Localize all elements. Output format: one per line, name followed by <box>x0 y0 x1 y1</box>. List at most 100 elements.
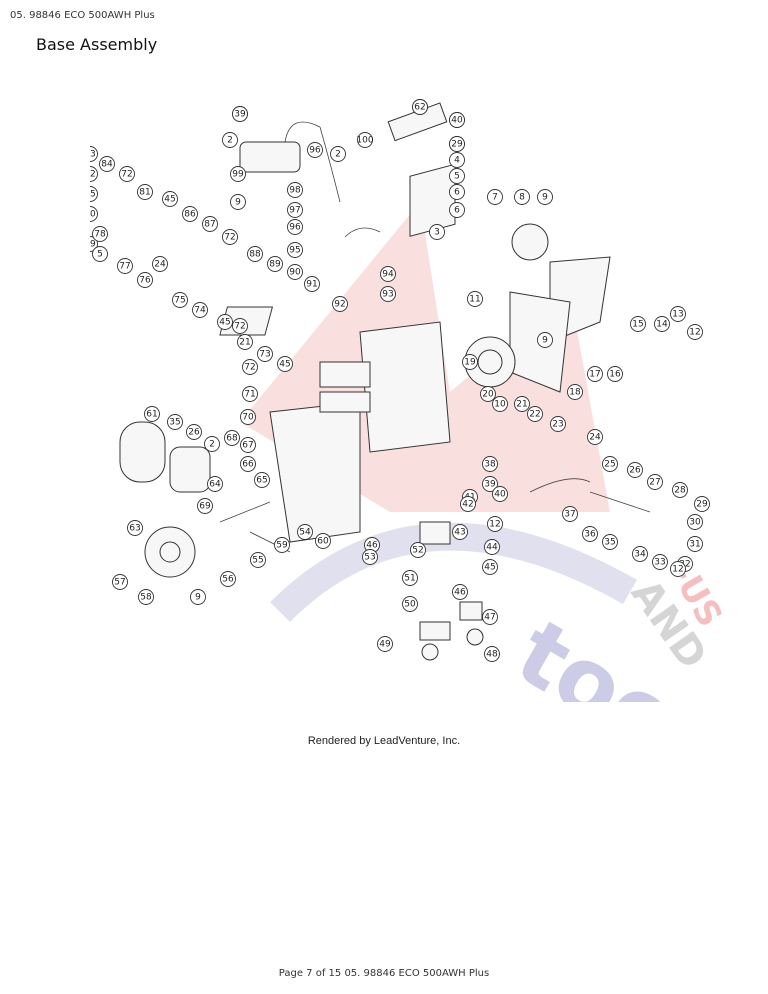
callout-39: 39 <box>232 106 248 122</box>
callout-label: 2 <box>227 136 233 146</box>
callout-39: 39 <box>482 476 498 492</box>
callout-label: 75 <box>174 296 185 306</box>
callout-17: 17 <box>587 366 603 382</box>
callout-label: 39 <box>234 110 246 120</box>
callout-label: 78 <box>94 230 106 240</box>
callout-86: 86 <box>182 206 198 222</box>
callout-26: 26 <box>186 424 202 440</box>
callout-label: 37 <box>564 510 575 520</box>
callout-label: 29 <box>451 140 463 150</box>
callout-58: 58 <box>138 589 154 605</box>
callout-72: 72 <box>232 318 248 334</box>
callout-98: 98 <box>287 182 303 198</box>
callout-label: 35 <box>604 538 615 548</box>
callout-label: 2 <box>335 150 341 160</box>
callout-label: 9 <box>542 336 548 346</box>
callout-92: 92 <box>332 296 348 312</box>
callout-label: 24 <box>589 433 601 443</box>
callout-label: 52 <box>412 546 423 556</box>
callout-67: 67 <box>240 437 256 453</box>
callout-label: 92 <box>334 300 345 310</box>
exploded-parts-diagram: too -US AND 1223456627891002 <box>90 99 730 702</box>
callout-48: 48 <box>484 646 500 662</box>
callout-label: 86 <box>184 210 196 220</box>
callout-label: 36 <box>584 530 596 540</box>
callout-label: 45 <box>484 563 495 573</box>
callout-label: 35 <box>169 418 180 428</box>
callout-label: 47 <box>484 613 495 623</box>
callout-label: 31 <box>689 540 700 550</box>
callout-38: 38 <box>482 456 498 472</box>
callout-label: 98 <box>289 186 301 196</box>
callout-label: 61 <box>146 410 157 420</box>
footer-page: Page 7 of 15 05. 98846 ECO 500AWH Plus <box>278 968 490 979</box>
callout-21: 21 <box>514 396 530 412</box>
callout-100: 100 <box>356 132 374 148</box>
callout-label: 15 <box>632 320 643 330</box>
callout-34: 34 <box>632 546 648 562</box>
callout-2: 2 <box>204 436 220 452</box>
callout-label: 20 <box>482 390 494 400</box>
callout-88: 88 <box>247 246 263 262</box>
callout-label: 79 <box>90 240 96 250</box>
callout-64: 64 <box>207 476 223 492</box>
callout-91: 91 <box>304 276 320 292</box>
callout-7: 7 <box>487 189 503 205</box>
callout-label: 58 <box>140 593 152 603</box>
callout-label: 9 <box>195 593 201 603</box>
callout-label: 9 <box>542 193 548 203</box>
callout-45: 45 <box>482 559 498 575</box>
callout-6: 6 <box>449 202 465 218</box>
callout-72: 72 <box>242 359 258 375</box>
callout-label: 28 <box>674 486 686 496</box>
callout-4: 4 <box>449 152 465 168</box>
callout-label: 59 <box>276 541 288 551</box>
callout-46: 46 <box>452 584 468 600</box>
callout-label: 85 <box>90 190 96 200</box>
callout-40: 40 <box>449 112 465 128</box>
callout-label: 80 <box>90 210 96 220</box>
callout-label: 39 <box>484 480 496 490</box>
callout-label: 46 <box>454 588 466 598</box>
callout-label: 100 <box>356 136 373 146</box>
callout-label: 21 <box>516 400 527 410</box>
callout-56: 56 <box>220 571 236 587</box>
callout-label: 63 <box>129 524 140 534</box>
callout-43: 43 <box>452 524 468 540</box>
callout-label: 6 <box>454 188 460 198</box>
callout-9: 9 <box>190 589 206 605</box>
callout-5: 5 <box>92 246 108 262</box>
callout-label: 5 <box>454 172 460 182</box>
callout-96: 96 <box>307 142 323 158</box>
callout-label: 49 <box>379 640 391 650</box>
callout-22: 22 <box>527 406 543 422</box>
callout-label: 69 <box>199 502 211 512</box>
callout-94: 94 <box>380 266 396 282</box>
callout-label: 55 <box>252 556 263 566</box>
callout-label: 83 <box>90 150 96 160</box>
callout-53: 53 <box>362 549 378 565</box>
callout-label: 30 <box>689 518 701 528</box>
callout-8: 8 <box>514 189 530 205</box>
callout-label: 17 <box>589 370 600 380</box>
callout-label: 72 <box>224 233 235 243</box>
callout-6: 6 <box>449 184 465 200</box>
callout-55: 55 <box>250 552 266 568</box>
callout-46: 46 <box>364 537 380 553</box>
callout-label: 21 <box>239 338 250 348</box>
callout-72: 72 <box>222 229 238 245</box>
callout-93: 93 <box>380 286 396 302</box>
callout-label: 68 <box>226 434 238 444</box>
callout-label: 91 <box>306 280 317 290</box>
callout-29: 29 <box>449 136 465 152</box>
callout-18: 18 <box>567 384 583 400</box>
callout-21: 21 <box>237 334 253 350</box>
callout-73: 73 <box>257 346 273 362</box>
callout-35: 35 <box>167 414 183 430</box>
callout-71: 71 <box>242 386 258 402</box>
callout-60: 60 <box>315 533 331 549</box>
callout-83: 83 <box>90 146 98 162</box>
callout-label: 77 <box>119 262 130 272</box>
callout-label: 3 <box>434 228 440 238</box>
callout-label: 70 <box>242 413 254 423</box>
